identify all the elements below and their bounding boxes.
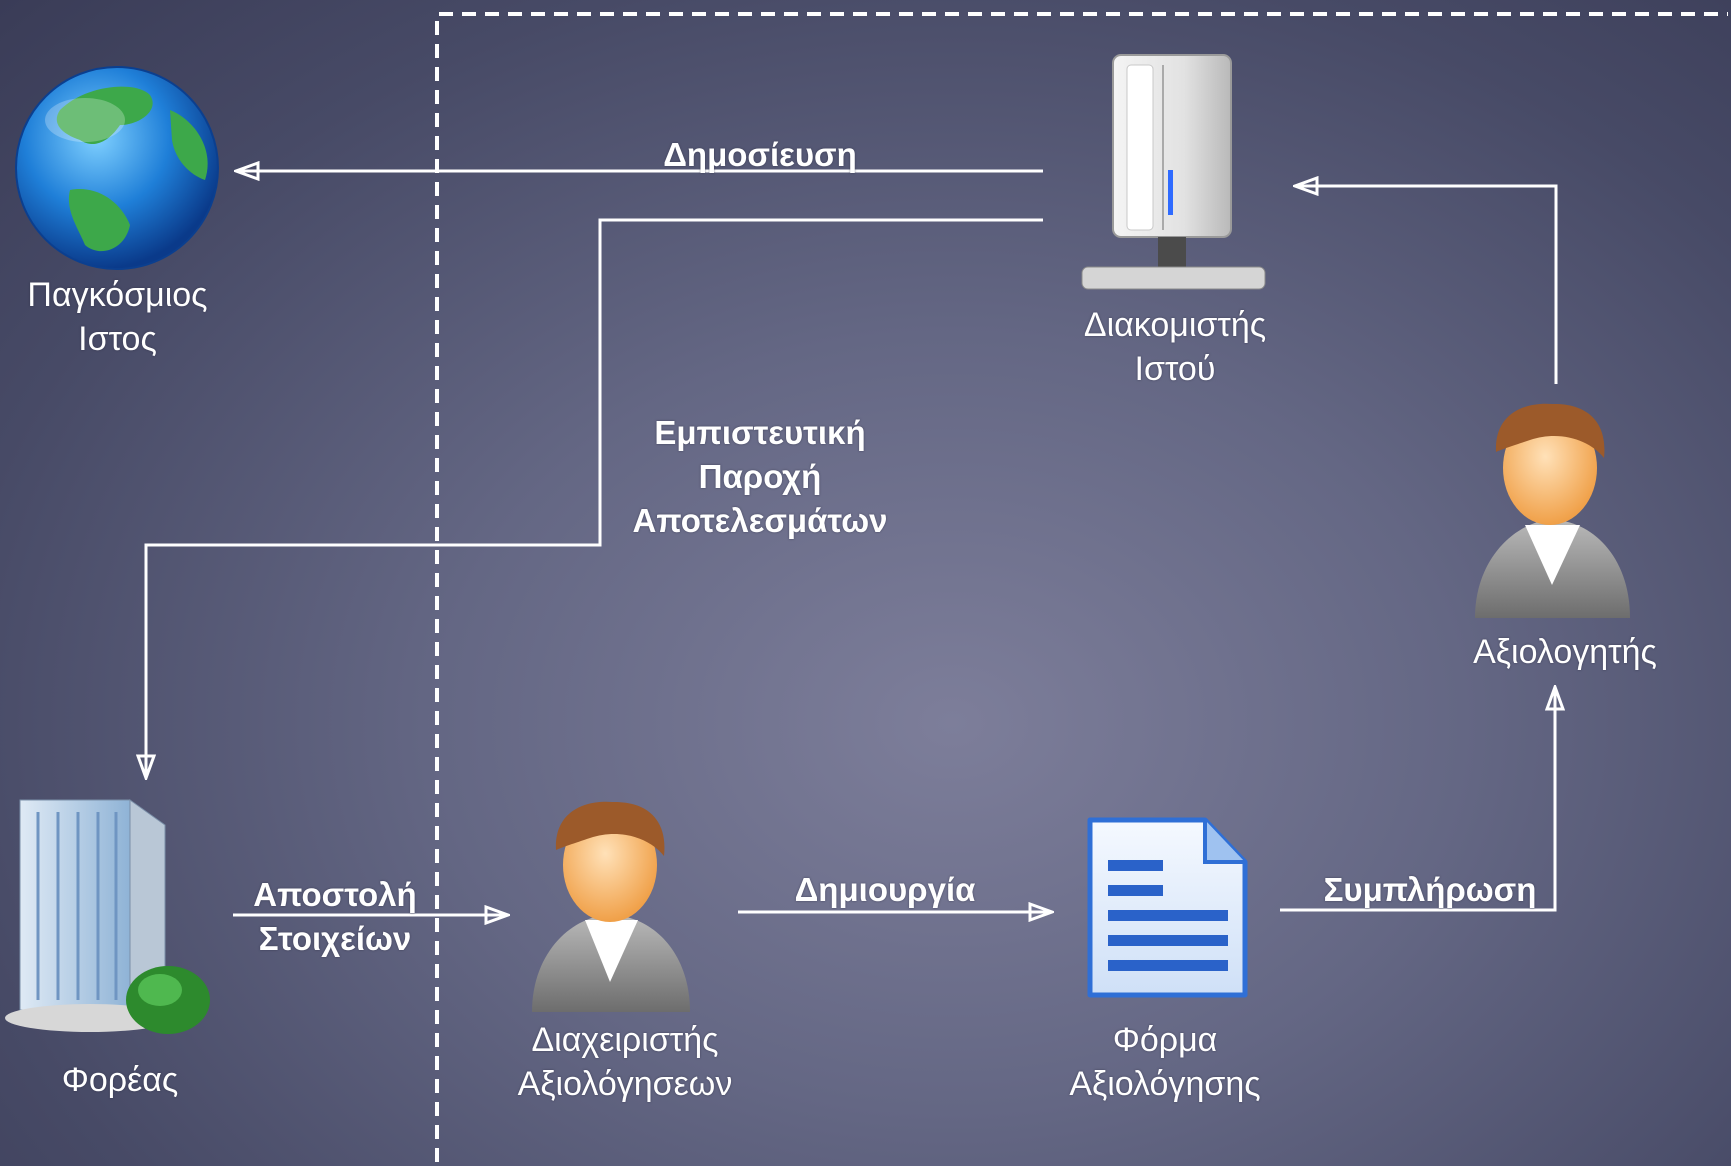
evaluator-avatar-icon	[1475, 403, 1630, 618]
secure-results-line1: Εμπιστευτική	[654, 414, 866, 451]
server-icon	[1081, 54, 1266, 290]
evaluator-label-line1: Αξιολογητής	[1473, 633, 1657, 671]
world-wide-web-label: Παγκόσμιος Ιστος	[10, 273, 225, 361]
complete-text: Συμπλήρωση	[1323, 871, 1537, 908]
web-server-label: Διακομιστής Ιστού	[1060, 303, 1290, 391]
submit-arrow	[1295, 186, 1558, 384]
system-boundary	[435, 12, 1728, 1162]
evaluation-form-label: Φόρμα Αξιολόγησης	[1040, 1018, 1290, 1106]
server-label-line2: Ιστού	[1134, 350, 1216, 388]
document-icon	[1087, 817, 1248, 998]
organization-label-line1: Φορέας	[61, 1061, 179, 1099]
complete-edge-label: Συμπλήρωση	[1300, 868, 1560, 912]
complete-arrow	[1280, 687, 1555, 912]
manager-avatar-icon	[532, 801, 690, 1012]
create-edge-label: Δημιουργία	[770, 868, 1000, 912]
evaluator-label: Αξιολογητής	[1455, 630, 1675, 674]
manager-label-line1: Διαχειριστής	[531, 1021, 719, 1059]
publish-edge-label: Δημοσίευση	[640, 133, 880, 177]
manager-label-line2: Αξιολόγησεων	[517, 1065, 733, 1103]
web-label-line1: Παγκόσμιος	[27, 276, 208, 314]
secure-results-line2: Παροχή	[698, 458, 822, 495]
secure-results-line3: Αποτελεσμάτων	[632, 502, 888, 539]
web-label-line2: Ιστος	[78, 320, 157, 358]
results-arrow	[146, 218, 1043, 778]
server-label-line1: Διακομιστής	[1083, 306, 1267, 344]
send-data-edge-label: Αποστολή Στοιχείων	[235, 873, 435, 961]
send-data-line1: Αποστολή	[253, 876, 417, 913]
form-label-line1: Φόρμα	[1112, 1021, 1218, 1059]
secure-results-edge-label: Εμπιστευτική Παροχή Αποτελεσμάτων	[600, 411, 920, 543]
form-label-line2: Αξιολόγησης	[1069, 1065, 1261, 1103]
publish-text: Δημοσίευση	[663, 136, 857, 173]
globe-icon	[15, 66, 219, 270]
create-text: Δημιουργία	[794, 871, 976, 908]
building-icon	[5, 799, 210, 1034]
send-data-line2: Στοιχείων	[258, 920, 412, 957]
evaluation-manager-label: Διαχειριστής Αξιολόγησεων	[490, 1018, 760, 1106]
organization-label: Φορέας	[20, 1058, 220, 1102]
